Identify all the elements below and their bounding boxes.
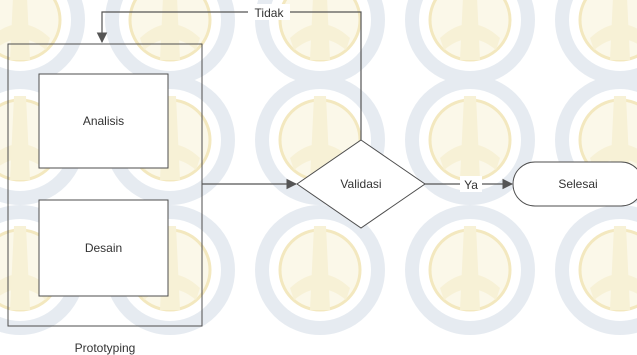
- prototyping-container: [7, 43, 203, 327]
- analisis-label: Analisis: [83, 114, 124, 128]
- validasi-decision-node: [296, 139, 426, 229]
- watermark-emblem-icon: [262, 212, 378, 328]
- validasi-label: Validasi: [340, 177, 381, 191]
- edge-label-ya: Ya: [464, 178, 478, 192]
- analisis-node: [38, 73, 169, 169]
- edge-label-tidak: Tidak: [255, 6, 285, 20]
- watermark-emblem-icon: [562, 212, 637, 328]
- selesai-label: Selesai: [558, 177, 597, 191]
- edge-label-tidak-background: [248, 4, 290, 20]
- watermark-emblem-icon: [562, 0, 637, 78]
- edge-validasi-to-prototyping: [96, 11, 362, 140]
- watermark-emblem-icon: [412, 212, 528, 328]
- edge-label-ya-background: [460, 176, 482, 192]
- desain-node: [38, 199, 169, 297]
- selesai-terminal-node: [512, 161, 637, 207]
- watermark-emblem-icon: [0, 0, 78, 78]
- desain-label: Desain: [85, 241, 122, 255]
- prototyping-label: Prototyping: [75, 341, 136, 355]
- watermark-emblem-icon: [412, 0, 528, 78]
